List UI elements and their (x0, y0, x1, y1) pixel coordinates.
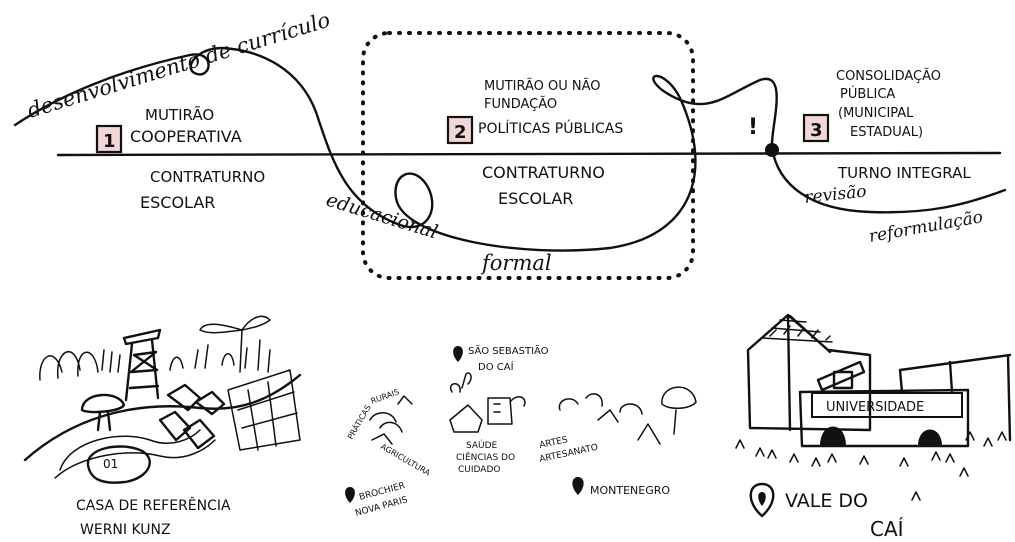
building-cluster (158, 383, 226, 450)
stage-3-number: 3 (810, 120, 823, 141)
stage-1-below-line2: ESCOLAR (140, 193, 215, 212)
timeline-baseline (56, 151, 1002, 157)
curve-label-formal: formal (480, 251, 552, 275)
stage-1-below-line1: CONTRATURNO (150, 168, 265, 186)
stage-2-number-box (446, 115, 474, 145)
stage-3-number-box (802, 113, 830, 143)
stage-2: 2 MUTIRÃO OU NÃO FUNDAÇÃO POLÍTICAS PÚBL… (446, 78, 623, 208)
left-house (746, 313, 872, 432)
stage-3-title-line3: (MUNICIPAL (838, 106, 914, 121)
vale-pin-icon (749, 482, 775, 518)
exclamation-mark: ! (748, 115, 758, 140)
casa-label-line2: WERNI KUNZ (80, 522, 171, 538)
praticas-label-line2: RURAIS (370, 387, 401, 406)
curriculum-curve (13, 46, 1007, 252)
ground-line (23, 373, 302, 462)
shelter (80, 393, 126, 432)
stage-2-below-line2: ESCOLAR (498, 189, 573, 208)
universidade-sign (811, 392, 963, 418)
stage-1: 1 MUTIRÃO COOPERATIVA CONTRATURNO ESCOLA… (95, 105, 265, 212)
grid-field (227, 369, 301, 451)
universidade-sign-text: UNIVERSIDADE (826, 400, 924, 415)
curve-label-educacional: educacional (324, 189, 441, 244)
casa-illustration: 01 CASA DE REFERÊNCIA WERNI KUNZ (23, 315, 302, 538)
stage-3-below-line1: TURNO INTEGRAL (837, 164, 971, 182)
stage-1-title-line2: COOPERATIVA (130, 127, 242, 146)
people-marks (735, 431, 1007, 501)
stage-3: 3 CONSOLIDAÇÃO PÚBLICA (MUNICIPAL ESTADU… (802, 68, 984, 247)
farm-sketch (369, 395, 413, 445)
arts-sketch (558, 386, 697, 445)
sao-sebastiao-label-line2: DO CAÍ (478, 360, 514, 373)
stage2-dotted-highlight (361, 31, 695, 280)
vale-label-line1: VALE DO (785, 490, 868, 512)
montenegro-label: MONTENEGRO (590, 484, 670, 497)
universidade-right-arch (918, 429, 942, 446)
timeline: ! desenvolvimento de currículo educacion… (13, 8, 1007, 280)
stage-2-title-line2: FUNDAÇÃO (484, 96, 557, 112)
universidade-building (798, 353, 1012, 448)
stage-2-below-line1: CONTRATURNO (482, 163, 605, 182)
sao-sebastiao-pin-icon (453, 346, 463, 362)
vale-label-line2: CAÍ (870, 517, 904, 541)
artes-label-line1: ARTES (539, 435, 569, 451)
sao-sebastiao-label-line1: SÃO SEBASTIÃO (468, 344, 549, 357)
field-01 (86, 445, 151, 484)
stage-2-number: 2 (454, 122, 467, 143)
casa-label-line1: CASA DE REFERÊNCIA (76, 496, 231, 514)
stage-1-title-line1: MUTIRÃO (145, 105, 214, 124)
saude-label-line3: CUIDADO (458, 465, 500, 475)
vale-illustration: UNIVERSIDADE VALE DO CAÍ (735, 313, 1012, 541)
stage-3-title-line1: CONSOLIDAÇÃO (836, 68, 941, 84)
bushes (39, 339, 271, 381)
stage-1-number: 1 (103, 131, 116, 152)
stage-2-title-line3: POLÍTICAS PÚBLICAS (478, 119, 623, 137)
praticas-label-line1: PRÁTICAS (344, 402, 373, 441)
saude-label-line2: CIÊNCIAS DO (456, 451, 515, 463)
stage-2-title-line1: MUTIRÃO OU NÃO (484, 78, 601, 94)
vale-pin-dot (758, 492, 766, 506)
stage-1-number-box (95, 124, 123, 154)
agricultura-label: AGRICULTURA (379, 442, 432, 478)
left-house-door (832, 370, 854, 390)
middle-illustration: SÃO SEBASTIÃO DO CAÍ PRÁTICAS RURAIS AGR… (344, 344, 697, 519)
stage-3-title-line2: PÚBLICA (840, 86, 895, 102)
health-sketch (449, 372, 526, 433)
milestone-dot (765, 143, 779, 157)
field-01-label: 01 (103, 457, 118, 471)
stage-3-title-line4: ESTADUAL) (850, 125, 923, 140)
universidade-left-arch (820, 426, 846, 446)
roof-tiles (761, 319, 833, 343)
tree (199, 315, 271, 373)
saude-label-line1: SAÚDE (466, 439, 498, 451)
path-river (54, 429, 216, 479)
brochier-pin-icon (345, 487, 355, 503)
left-house-window (816, 360, 866, 392)
stage-3-revisao: revisão (803, 182, 867, 208)
montenegro-pin-icon (572, 477, 584, 495)
watchtower (122, 328, 162, 402)
